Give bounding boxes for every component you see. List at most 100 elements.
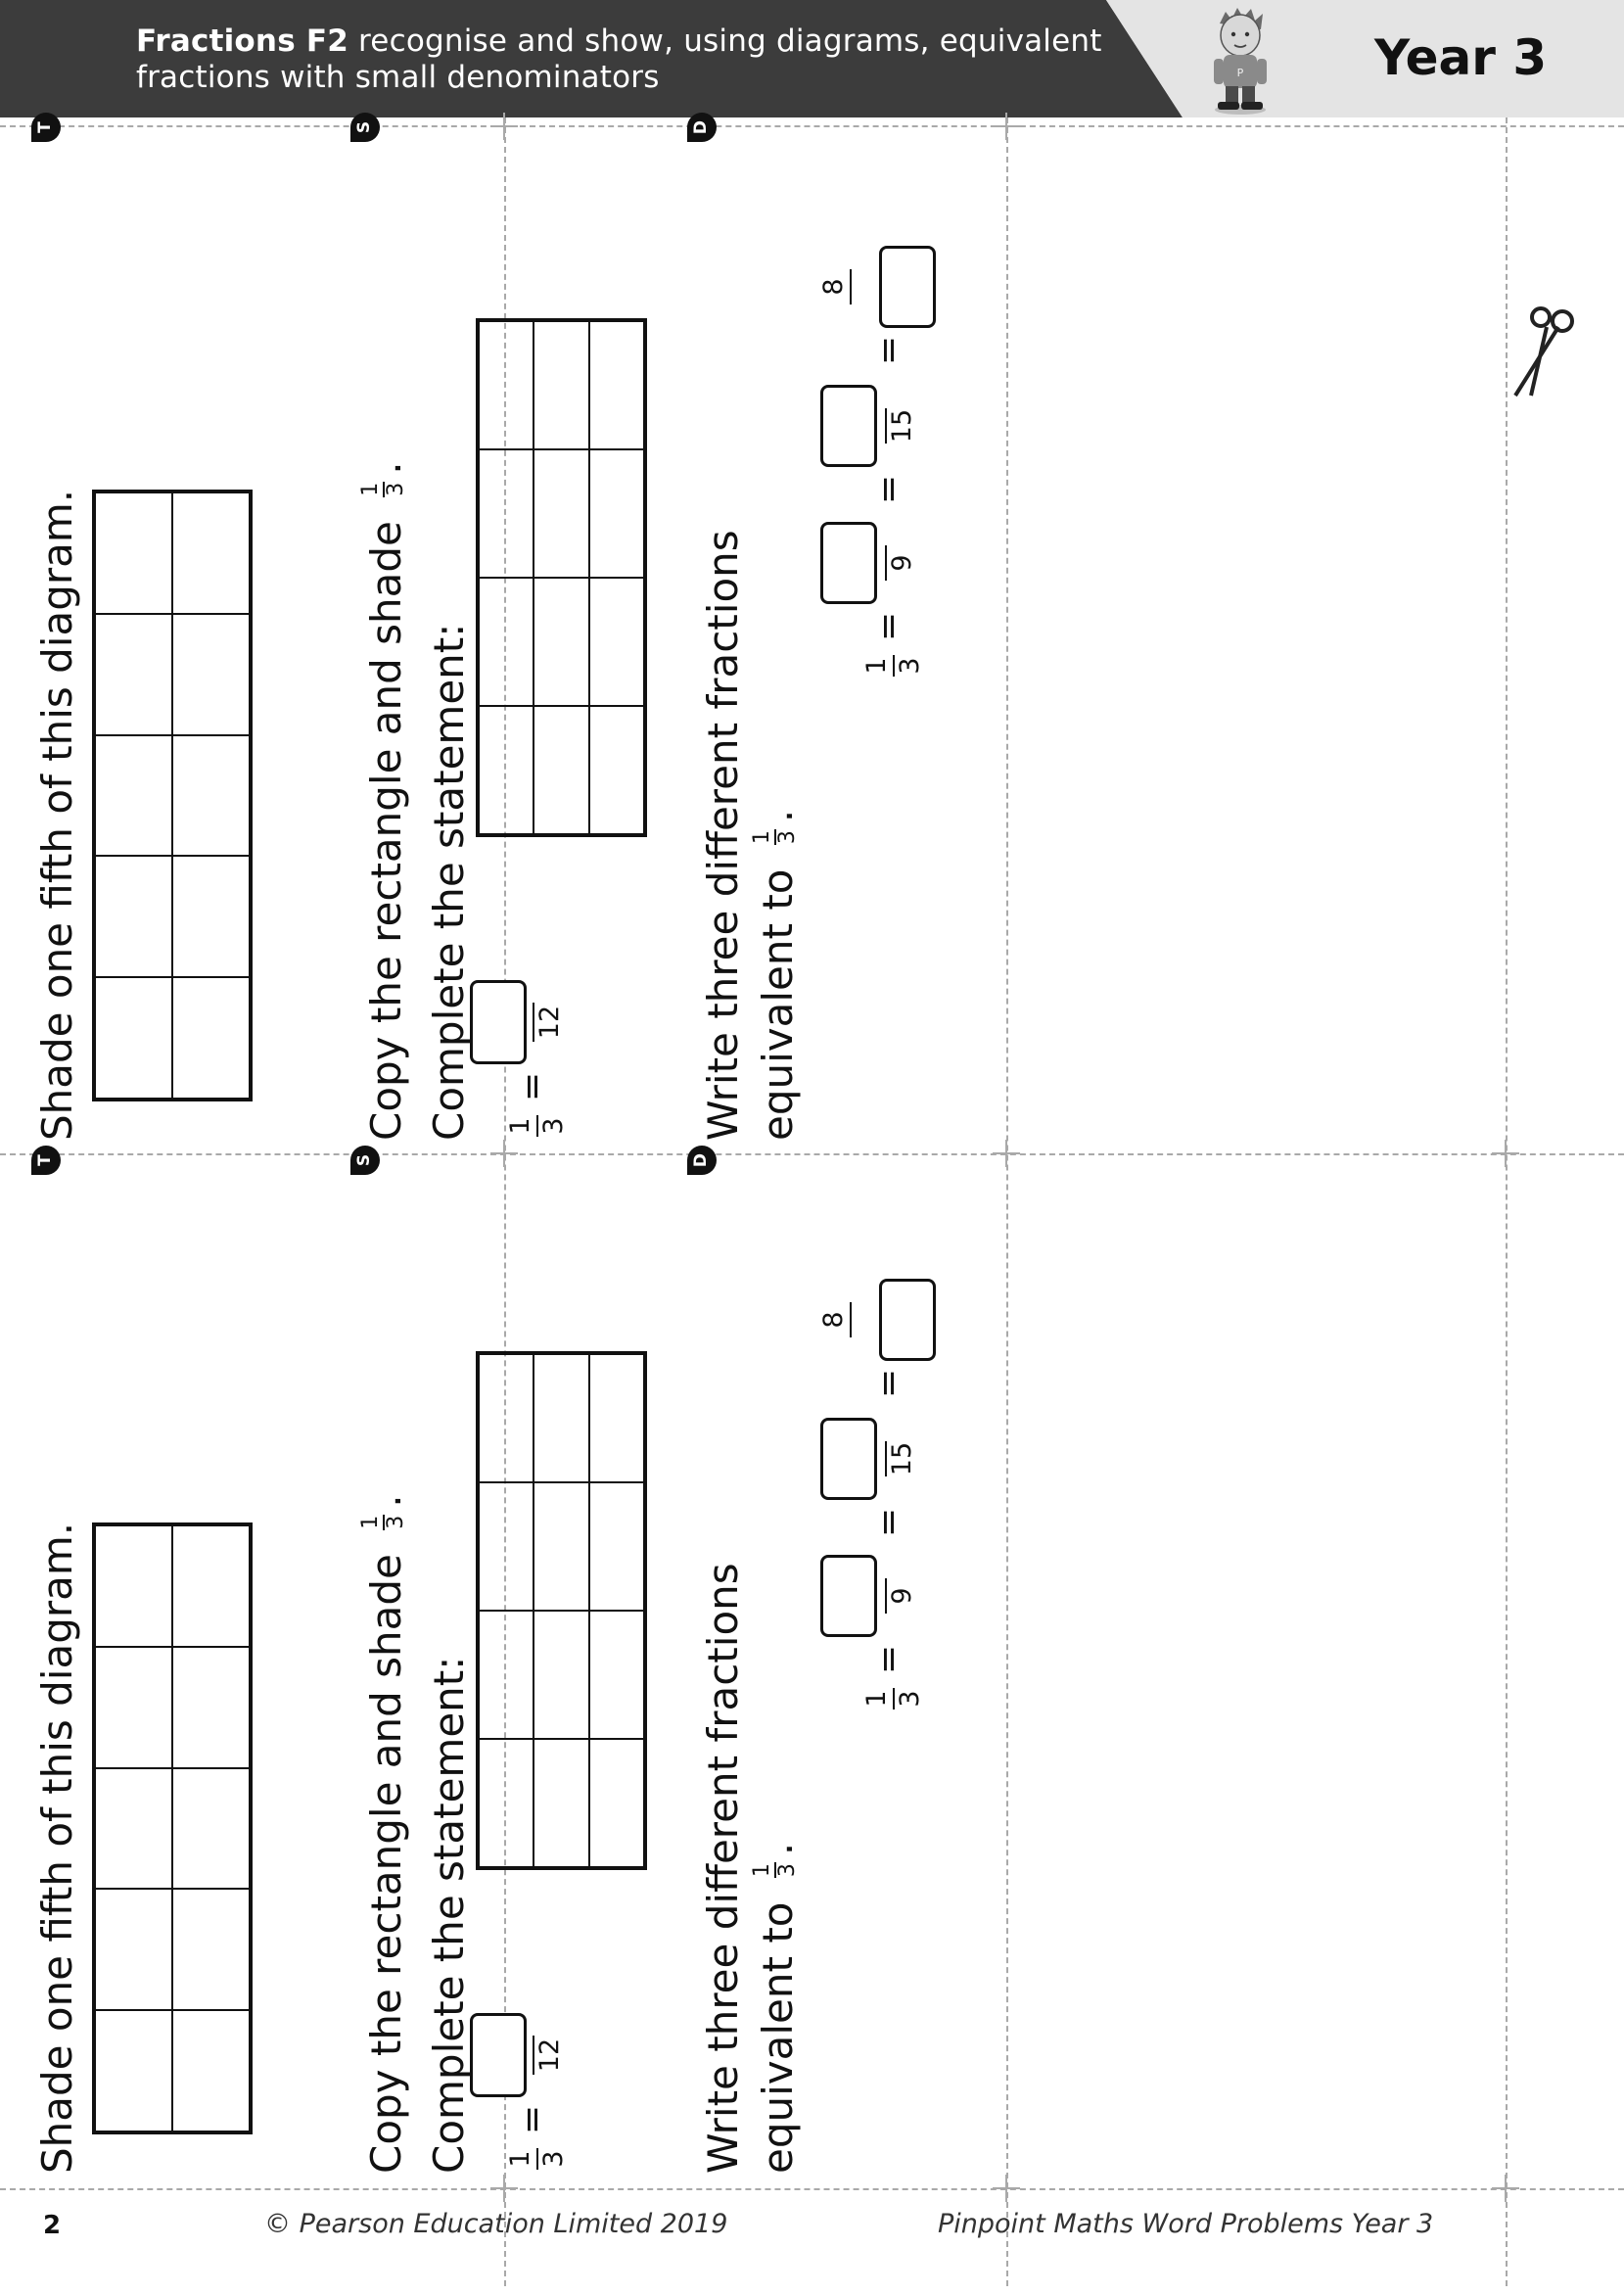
d-badge-letter: D [691, 119, 711, 135]
marker-badge-icon [350, 113, 380, 142]
d-question-text: equivalent to [754, 868, 802, 1142]
d-answer-box-3[interactable] [879, 1279, 936, 1361]
fraction-numerator: 1 [357, 482, 383, 496]
d-answer-box-1[interactable] [820, 1555, 877, 1637]
d-question-line2: equivalent to 1 3 . [750, 1843, 804, 2174]
grid-cell[interactable] [95, 492, 172, 614]
grid-cell[interactable] [534, 1354, 589, 1482]
fraction-denominator: 12 [534, 2037, 565, 2073]
s-answer-box[interactable] [470, 2013, 527, 2097]
d-answer-box-3[interactable] [879, 246, 936, 328]
grid-cell[interactable] [588, 1611, 644, 1739]
header-dark-band [0, 0, 1183, 117]
grid-cell[interactable] [588, 321, 644, 449]
fraction-numerator: 8 [818, 1311, 849, 1329]
fraction-denominator: 9 [887, 554, 917, 572]
fraction-denominator: 3 [538, 1117, 569, 1135]
grid-cell[interactable] [588, 578, 644, 706]
grid-cell[interactable] [172, 492, 250, 614]
grid-cell[interactable] [479, 321, 534, 449]
grid-cell[interactable] [534, 1482, 589, 1611]
grid-cell[interactable] [172, 1525, 250, 1647]
grid-cell[interactable] [588, 706, 644, 834]
fraction-bar [850, 269, 852, 304]
fraction-numerator: 1 [861, 1690, 892, 1708]
s-badge-letter: S [354, 120, 374, 134]
t-badge: T [31, 113, 61, 142]
cut-line-vertical-middle [1006, 117, 1008, 2286]
grid-cell[interactable] [534, 1611, 589, 1739]
t-question: Shade one fifth of this diagram. [33, 489, 81, 1141]
grid-cell[interactable] [95, 1889, 172, 2011]
grid-cell[interactable] [588, 1354, 644, 1482]
s-question-period: . [362, 1494, 410, 1508]
grid-cell[interactable] [588, 1482, 644, 1611]
s-question-fraction: 1 3 [357, 475, 408, 504]
objective-code: Fractions F2 [136, 23, 348, 59]
grid-cell[interactable] [479, 1611, 534, 1739]
grid-cell[interactable] [534, 1739, 589, 1867]
s-question-fraction: 1 3 [358, 1508, 408, 1537]
cut-line-vertical-left [504, 117, 506, 2286]
grid-cell[interactable] [534, 449, 589, 578]
grid-cell[interactable] [479, 449, 534, 578]
fraction-denominator: 9 [887, 1587, 917, 1605]
grid-cell[interactable] [172, 734, 250, 857]
grid-cell[interactable] [479, 706, 534, 834]
grid-cell[interactable] [172, 2010, 250, 2131]
t-badge-letter: T [35, 121, 55, 133]
s-eq-equals: = [512, 1071, 552, 1101]
cut-cross-mark [993, 2175, 1020, 2202]
d-answer-box-2[interactable] [820, 385, 877, 467]
grid-cell[interactable] [95, 2010, 172, 2131]
grid-cell[interactable] [479, 1482, 534, 1611]
s-eq-left-fraction: 1 3 [505, 1111, 569, 1141]
d-eq-denominator-1: 9 [883, 1555, 917, 1637]
fraction-numerator: 1 [861, 657, 892, 675]
s-question-text: Copy the rectangle and shade [362, 521, 410, 1141]
fraction-numerator: 1 [505, 2150, 535, 2168]
grid-cell[interactable] [172, 1646, 250, 1768]
s-question-text: Copy the rectangle and shade [362, 1554, 410, 2174]
d-question-period: . [754, 809, 802, 823]
fraction-denominator: 15 [887, 408, 917, 444]
t-question: Shade one fifth of this diagram. [33, 1522, 81, 2174]
grid-cell[interactable] [95, 856, 172, 978]
grid-cell[interactable] [172, 613, 250, 735]
d-badge: D [687, 1146, 717, 1175]
svg-text:P: P [1237, 67, 1244, 79]
cut-line-horizontal-top [0, 125, 1624, 127]
cut-line-horizontal-middle [0, 1153, 1624, 1155]
grid-cell[interactable] [95, 1767, 172, 1890]
grid-cell[interactable] [534, 706, 589, 834]
cut-cross-mark [1492, 1140, 1519, 1167]
grid-cell[interactable] [479, 1354, 534, 1482]
d-answer-box-1[interactable] [820, 522, 877, 604]
grid-cell[interactable] [95, 1525, 172, 1647]
d-answer-box-2[interactable] [820, 1418, 877, 1500]
fraction-denominator: 12 [534, 1005, 565, 1040]
s-eq-right-denominator: 12 [531, 980, 565, 1064]
grid-cell[interactable] [479, 578, 534, 706]
grid-cell[interactable] [479, 1739, 534, 1867]
grid-cell[interactable] [534, 578, 589, 706]
cut-cross-mark [993, 1140, 1020, 1167]
d-eq-equals-2: = [868, 1507, 908, 1537]
grid-cell[interactable] [95, 613, 172, 735]
grid-cell[interactable] [95, 977, 172, 1099]
grid-cell[interactable] [588, 449, 644, 578]
grid-cell[interactable] [172, 1889, 250, 2011]
grid-cell[interactable] [172, 977, 250, 1099]
cut-cross-mark [993, 113, 1020, 140]
grid-cell[interactable] [172, 1767, 250, 1890]
marker-badge-icon [687, 1146, 717, 1175]
d-question-fraction: 1 3 [750, 1855, 800, 1885]
cut-cross-mark [490, 113, 518, 140]
s-answer-box[interactable] [470, 980, 527, 1064]
d-eq-equals-1: = [868, 611, 908, 641]
grid-cell[interactable] [588, 1739, 644, 1867]
grid-cell[interactable] [95, 1646, 172, 1768]
grid-cell[interactable] [172, 856, 250, 978]
grid-cell[interactable] [95, 734, 172, 857]
grid-cell[interactable] [534, 321, 589, 449]
